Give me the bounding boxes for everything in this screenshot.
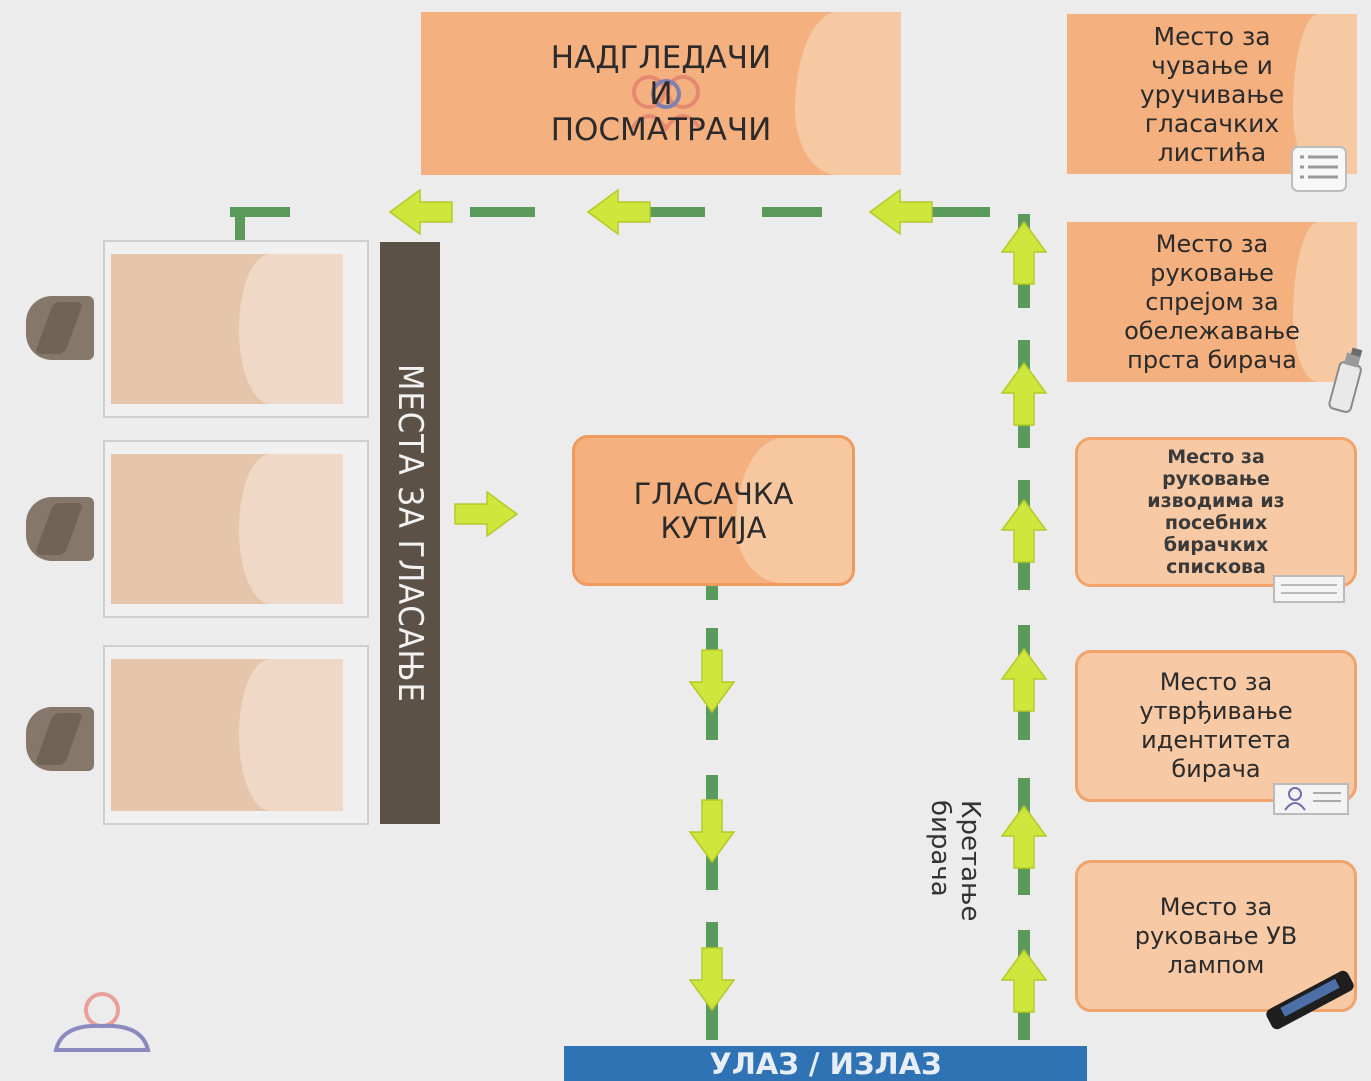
arrow-left-icon bbox=[587, 189, 651, 235]
arrow-right-icon bbox=[454, 491, 518, 537]
voting-booth bbox=[103, 645, 369, 825]
arrow-up-icon bbox=[1001, 648, 1047, 712]
spray-station: Место за руковање спрејом за обележавање… bbox=[1067, 222, 1357, 382]
uv-lamp-icon bbox=[1258, 965, 1362, 1035]
document-icon bbox=[1273, 575, 1345, 603]
id-card-icon bbox=[1273, 783, 1349, 815]
voting-booth bbox=[103, 440, 369, 618]
extracts-station-label: Место за руковање изводима из посебних б… bbox=[1147, 446, 1285, 578]
arrow-up-icon bbox=[1001, 805, 1047, 869]
uv-station-label: Место за руковање УВ лампом bbox=[1134, 892, 1298, 979]
arrow-left-icon bbox=[389, 189, 453, 235]
voting-booths-label: МЕСТА ЗА ГЛАСАЊЕ bbox=[390, 363, 430, 703]
uv-station: Место за руковање УВ лампом bbox=[1075, 860, 1357, 1012]
arrow-left-icon bbox=[869, 189, 933, 235]
extracts-station: Место за руковање изводима из посебних б… bbox=[1075, 437, 1357, 587]
arrow-up-icon bbox=[1001, 362, 1047, 426]
observers-label: НАДГЛЕДАЧИ И ПОСМАТРАЧИ bbox=[550, 39, 772, 148]
ballot-box-label: ГЛАСАЧКА КУТИЈА bbox=[633, 476, 794, 545]
person-icon bbox=[50, 990, 154, 1054]
arrow-down-icon bbox=[689, 947, 735, 1011]
arrow-down-icon bbox=[689, 799, 735, 863]
spray-station-label: Место за руковање спрејом за обележавање… bbox=[1124, 229, 1300, 374]
arrow-up-icon bbox=[1001, 221, 1047, 285]
voter-movement-label: Кретање бирача bbox=[925, 800, 985, 922]
arrow-down-icon bbox=[689, 649, 735, 713]
arrow-up-icon bbox=[1001, 949, 1047, 1013]
voting-booth bbox=[103, 240, 369, 418]
identity-station: Место за утврђивање идентитета бирача bbox=[1075, 650, 1357, 802]
ballot-list-icon bbox=[1290, 145, 1348, 193]
arrow-up-icon bbox=[1001, 499, 1047, 563]
spray-can-icon bbox=[1322, 345, 1370, 415]
booth-stool-icon bbox=[26, 296, 94, 360]
identity-station-label: Место за утврђивање идентитета бирача bbox=[1139, 668, 1293, 783]
entrance-exit-bar: УЛАЗ / ИЗЛАЗ bbox=[564, 1046, 1087, 1081]
voting-booths-divider: МЕСТА ЗА ГЛАСАЊЕ bbox=[380, 242, 440, 824]
ballot-box: ГЛАСАЧКА КУТИЈА bbox=[572, 435, 855, 586]
observers-people-icon bbox=[611, 72, 721, 132]
booth-stool-icon bbox=[26, 497, 94, 561]
voter-movement-label-wrap: Кретање бирача bbox=[925, 800, 985, 990]
observers-box: НАДГЛЕДАЧИ И ПОСМАТРАЧИ bbox=[421, 12, 901, 175]
booth-stool-icon bbox=[26, 707, 94, 771]
ballot-storage-label: Место за чување и уручивање гласачких ли… bbox=[1139, 21, 1285, 167]
